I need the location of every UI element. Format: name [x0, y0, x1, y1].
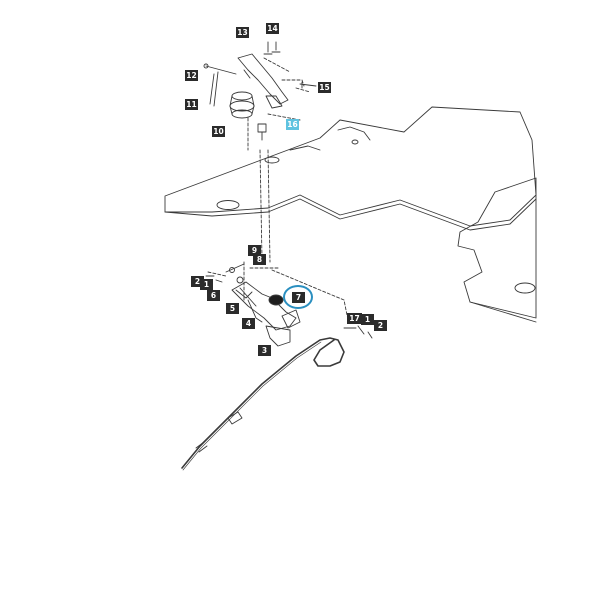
floor-plate-edge [164, 198, 537, 231]
callout-6[interactable]: 6 [207, 290, 220, 301]
callout-1-right[interactable]: 1 [361, 314, 374, 325]
callout-7[interactable]: 7 [292, 292, 305, 303]
plate-hole [264, 156, 280, 164]
callout-17[interactable]: 17 [347, 313, 362, 324]
callout-12[interactable]: 12 [185, 70, 198, 81]
plate-hole [351, 139, 359, 145]
callout-4[interactable]: 4 [242, 318, 255, 329]
callout-1[interactable]: 1 [200, 279, 213, 290]
plate-hole [514, 282, 536, 294]
cable [181, 337, 345, 469]
callout-16[interactable]: 16 [286, 119, 299, 130]
pedal-arm [237, 53, 289, 105]
highlight-ring [283, 285, 313, 309]
rod [205, 65, 237, 107]
callout-5[interactable]: 5 [226, 303, 239, 314]
callout-10[interactable]: 10 [212, 126, 225, 137]
callout-2-right[interactable]: 2 [374, 320, 387, 331]
plate-hole [216, 200, 240, 210]
callout-14[interactable]: 14 [266, 23, 279, 34]
lower-plate [457, 177, 537, 319]
pulley [231, 91, 253, 101]
floor-plate [164, 106, 537, 227]
callout-3[interactable]: 3 [258, 345, 271, 356]
callout-8[interactable]: 8 [253, 254, 266, 265]
shaft [259, 149, 271, 263]
callout-13[interactable]: 13 [236, 27, 249, 38]
callout-15[interactable]: 15 [318, 82, 331, 93]
callout-9[interactable]: 9 [248, 245, 261, 256]
bracket-3 [265, 325, 291, 347]
lever-bracket [231, 281, 297, 331]
callout-2[interactable]: 2 [191, 276, 204, 287]
callout-11[interactable]: 11 [185, 99, 198, 110]
